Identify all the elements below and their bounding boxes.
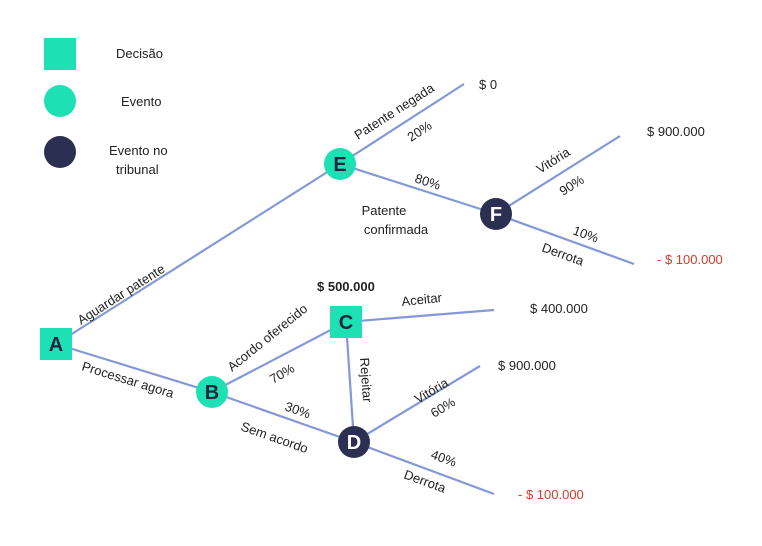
value-loss-d: - $ 100.000	[518, 487, 584, 502]
edge-a-b	[55, 342, 213, 394]
node-a-letter: A	[49, 334, 63, 356]
edge-c-d	[344, 321, 356, 443]
node-f: F	[480, 198, 512, 230]
event-node-e	[324, 148, 356, 180]
label-pct-70: 70%	[267, 360, 297, 386]
terminal-values: $ 0 $ 900.000 - $ 100.000 $ 500.000 $ 40…	[317, 77, 723, 502]
node-e-letter: E	[333, 154, 346, 176]
label-patent-confirmed-2: confirmada	[364, 222, 429, 237]
node-e: E	[324, 148, 356, 180]
legend: Decisão Evento Evento no tribunal	[44, 38, 168, 177]
edge-d-loss	[353, 440, 495, 496]
label-reject: Rejeitar	[357, 357, 375, 403]
legend-court-event-icon	[44, 136, 76, 168]
node-c-letter: C	[339, 312, 353, 334]
edge-b-d	[211, 390, 355, 444]
value-offer-amount: $ 500.000	[317, 279, 375, 294]
edge-e-f	[339, 162, 497, 216]
nodes: A B C D E F	[40, 148, 512, 458]
court-event-node-f	[480, 198, 512, 230]
edge-d-win	[353, 365, 481, 443]
node-c: C	[330, 306, 362, 338]
legend-event-label: Evento	[121, 94, 161, 109]
edge-b-c	[211, 321, 347, 393]
legend-event-icon	[44, 85, 76, 117]
value-win-f: $ 900.000	[647, 124, 705, 139]
edge-a-e	[55, 163, 341, 345]
label-pct-90: 90%	[557, 172, 587, 199]
edge-c-accept	[345, 308, 495, 324]
legend-court-event-label-2: tribunal	[116, 162, 159, 177]
legend-decision-label: Decisão	[116, 46, 163, 61]
label-pct-40: 40%	[429, 447, 459, 470]
event-node-b	[196, 376, 228, 408]
value-loss-f: - $ 100.000	[657, 252, 723, 267]
court-event-node-d	[338, 426, 370, 458]
label-victory-f: Vitória	[534, 144, 574, 177]
edge-e-zero	[339, 83, 465, 165]
decision-node-a	[40, 328, 72, 360]
node-d: D	[338, 426, 370, 458]
edges	[55, 83, 635, 496]
edge-f-loss	[495, 212, 635, 266]
label-wait-patent: Aguardar patente	[75, 261, 168, 327]
label-accept: Aceitar	[401, 290, 443, 309]
legend-decision-icon	[44, 38, 76, 70]
node-b: B	[196, 376, 228, 408]
decision-node-c	[330, 306, 362, 338]
node-a: A	[40, 328, 72, 360]
legend-court-event-label-1: Evento no	[109, 143, 168, 158]
value-accept: $ 400.000	[530, 301, 588, 316]
value-zero: $ 0	[479, 77, 497, 92]
label-defeat-d: Derrota	[402, 467, 449, 496]
label-no-agreement: Sem acordo	[239, 419, 310, 456]
label-pct-20: 20%	[404, 118, 434, 145]
value-win-d: $ 900.000	[498, 358, 556, 373]
node-f-letter: F	[490, 204, 502, 226]
label-process-now: Processar agora	[80, 359, 176, 402]
edge-f-win	[495, 135, 621, 215]
node-b-letter: B	[205, 382, 219, 404]
label-patent-confirmed-1: Patente	[362, 203, 407, 218]
node-d-letter: D	[347, 432, 361, 454]
